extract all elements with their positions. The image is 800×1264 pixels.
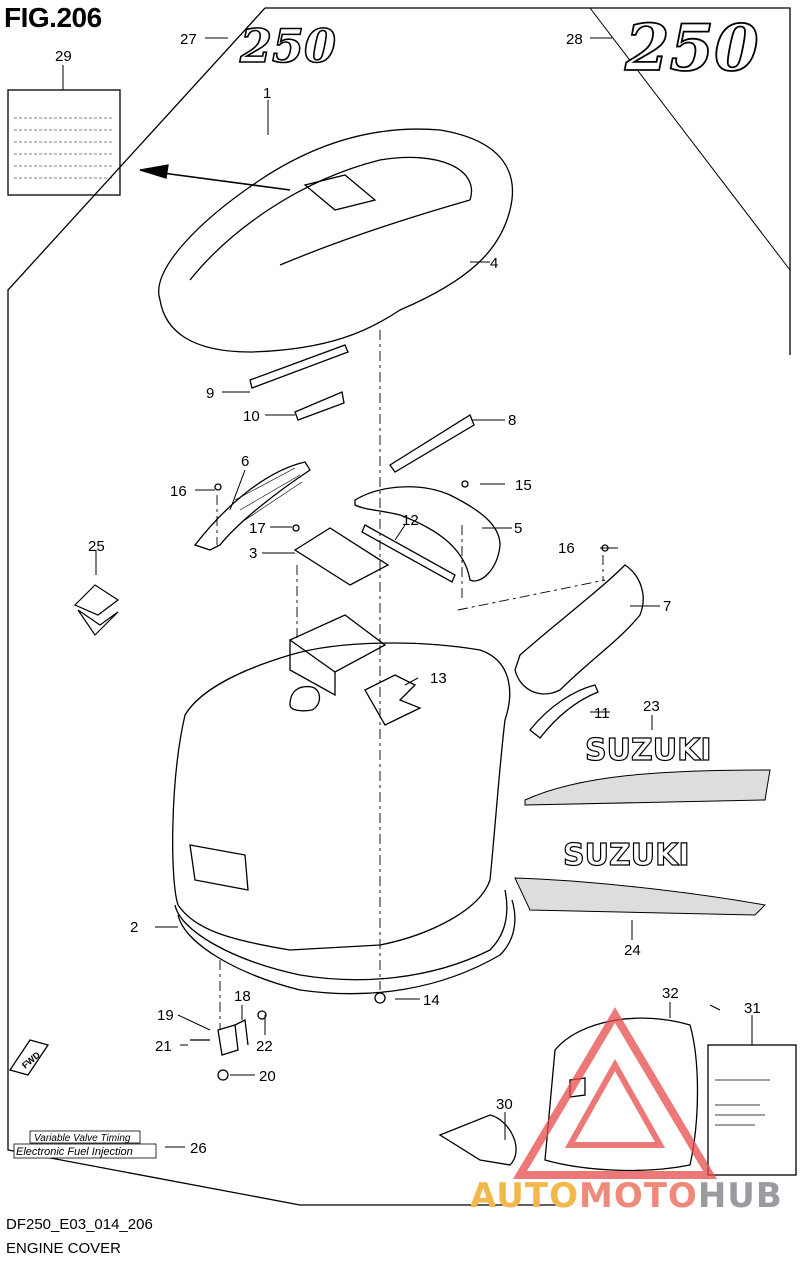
- decal-250-left: 250: [238, 18, 337, 74]
- callout-28: 28: [566, 31, 583, 48]
- figure-code: DF250_E03_014_206: [6, 1216, 153, 1233]
- callout-23: 23: [643, 698, 660, 715]
- callout-18: 18: [234, 988, 251, 1005]
- suzuki-wordmark-23: SUZUKI: [585, 733, 712, 768]
- fwd-arrow-label: FWD: [20, 1049, 43, 1070]
- callout-3: 3: [249, 545, 257, 562]
- suzuki-s-logo: [73, 584, 120, 636]
- callout-16-left: 16: [170, 483, 187, 500]
- decal-suzuki-23: SUZUKI: [524, 732, 771, 806]
- frame-line-left: [7, 7, 560, 1206]
- callout-1: 1: [263, 85, 271, 102]
- watermark-triangle-icon: [512, 1007, 718, 1179]
- decal-250-text-small: 250: [239, 19, 336, 73]
- figure-title: FIG.206: [4, 2, 102, 33]
- vvt-line1: Variable Valve Timing: [34, 1133, 131, 1144]
- callout-6: 6: [241, 453, 249, 470]
- callout-26: 26: [190, 1140, 207, 1157]
- callout-10: 10: [243, 408, 260, 425]
- callout-31: 31: [744, 1000, 761, 1017]
- callout-25: 25: [88, 538, 105, 555]
- watermark-moto: MOTO: [578, 1176, 698, 1216]
- callout-21: 21: [155, 1038, 172, 1055]
- watermark-hub: HUB: [697, 1176, 783, 1216]
- callout-27: 27: [180, 31, 197, 48]
- vvt-line2: Electronic Fuel Injection: [16, 1146, 133, 1158]
- callout-8: 8: [508, 412, 516, 429]
- callout-5: 5: [514, 520, 522, 537]
- callout-15: 15: [515, 477, 532, 494]
- callout-29: 29: [55, 48, 72, 65]
- watermark-auto: AUTO: [470, 1176, 579, 1216]
- callout-32: 32: [662, 985, 679, 1002]
- frame-line-top: [265, 7, 791, 355]
- callout-17: 17: [249, 520, 266, 537]
- callout-14: 14: [423, 992, 440, 1009]
- decal-250-text-large: 250: [624, 11, 759, 86]
- callout-30: 30: [496, 1096, 513, 1113]
- callout-4: 4: [490, 255, 498, 272]
- callout-20: 20: [259, 1068, 276, 1085]
- callout-16-right: 16: [558, 540, 575, 557]
- callout-24: 24: [624, 942, 641, 959]
- callout-2: 2: [130, 919, 138, 936]
- callout-12: 12: [402, 512, 419, 529]
- figure-name: ENGINE COVER: [6, 1240, 122, 1257]
- callout-13: 13: [430, 670, 447, 687]
- callout-7: 7: [663, 598, 671, 615]
- callout-22: 22: [256, 1038, 273, 1055]
- suzuki-wordmark-24: SUZUKI: [563, 838, 690, 873]
- decal-vvt: Variable Valve Timing Electronic Fuel In…: [13, 1130, 157, 1159]
- callout-11: 11: [594, 705, 610, 722]
- top-cover-outline: [158, 128, 514, 353]
- callout-9: 9: [206, 385, 214, 402]
- callout-19: 19: [157, 1007, 174, 1024]
- watermark-text: AUTOMOTOHUB: [470, 1176, 783, 1216]
- lower-cover-outline: [172, 642, 511, 951]
- decal-250-right: 250: [623, 10, 759, 87]
- decal-suzuki-24: SUZUKI: [514, 837, 767, 916]
